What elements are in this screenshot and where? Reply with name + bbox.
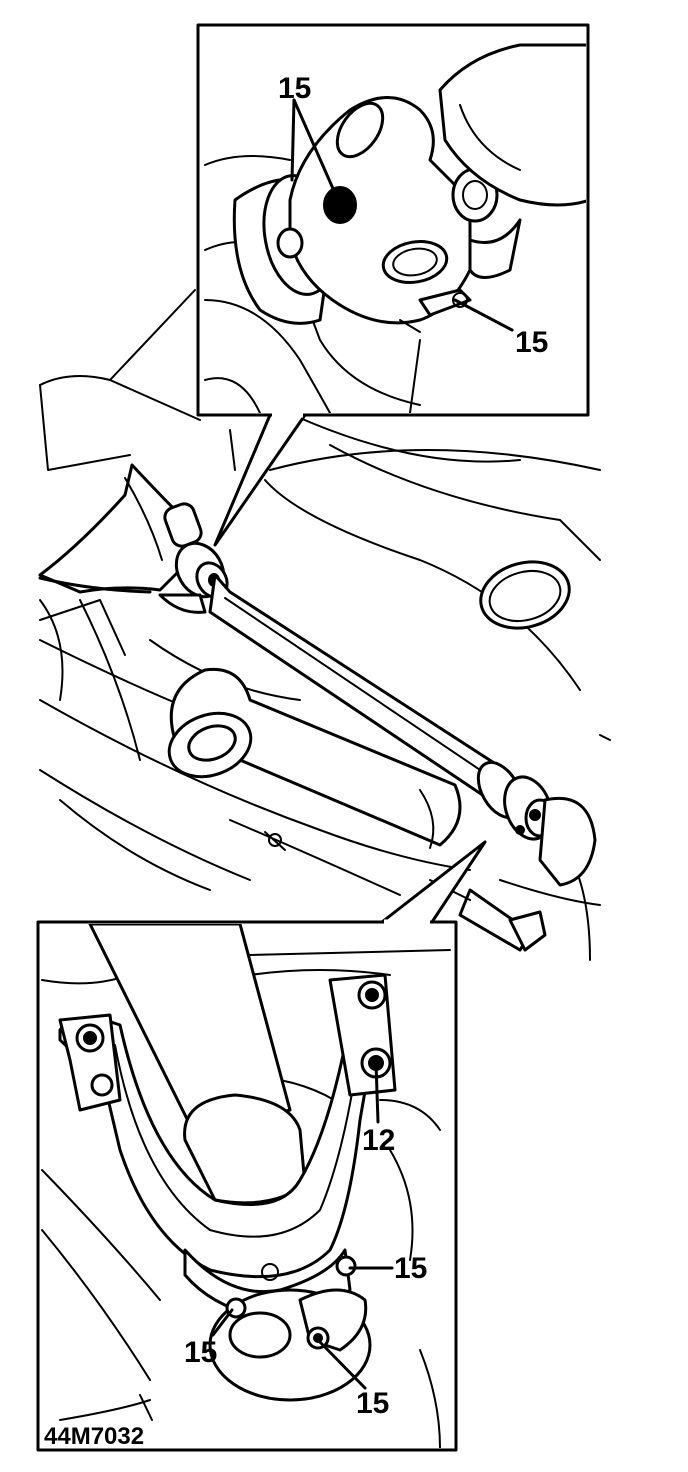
callout-top-right: 15 (515, 326, 548, 359)
callout-flange-right: 15 (394, 1252, 427, 1285)
main-underbody-view (38, 289, 611, 961)
rear-universal-joint (476, 761, 597, 887)
exhaust-silencer (167, 667, 462, 849)
bottom-detail-inset: 12 15 15 15 44M7032 (36, 840, 487, 1452)
callout-bracket-bolt: 12 (362, 1124, 395, 1157)
front-universal-joint (158, 502, 229, 614)
top-detail-inset: 15 15 (196, 23, 590, 547)
figure-reference: 44M7032 (44, 1423, 144, 1450)
callout-top-left: 15 (278, 72, 311, 105)
callout-flange-left: 15 (184, 1336, 217, 1369)
callout-nut: 15 (356, 1387, 389, 1420)
